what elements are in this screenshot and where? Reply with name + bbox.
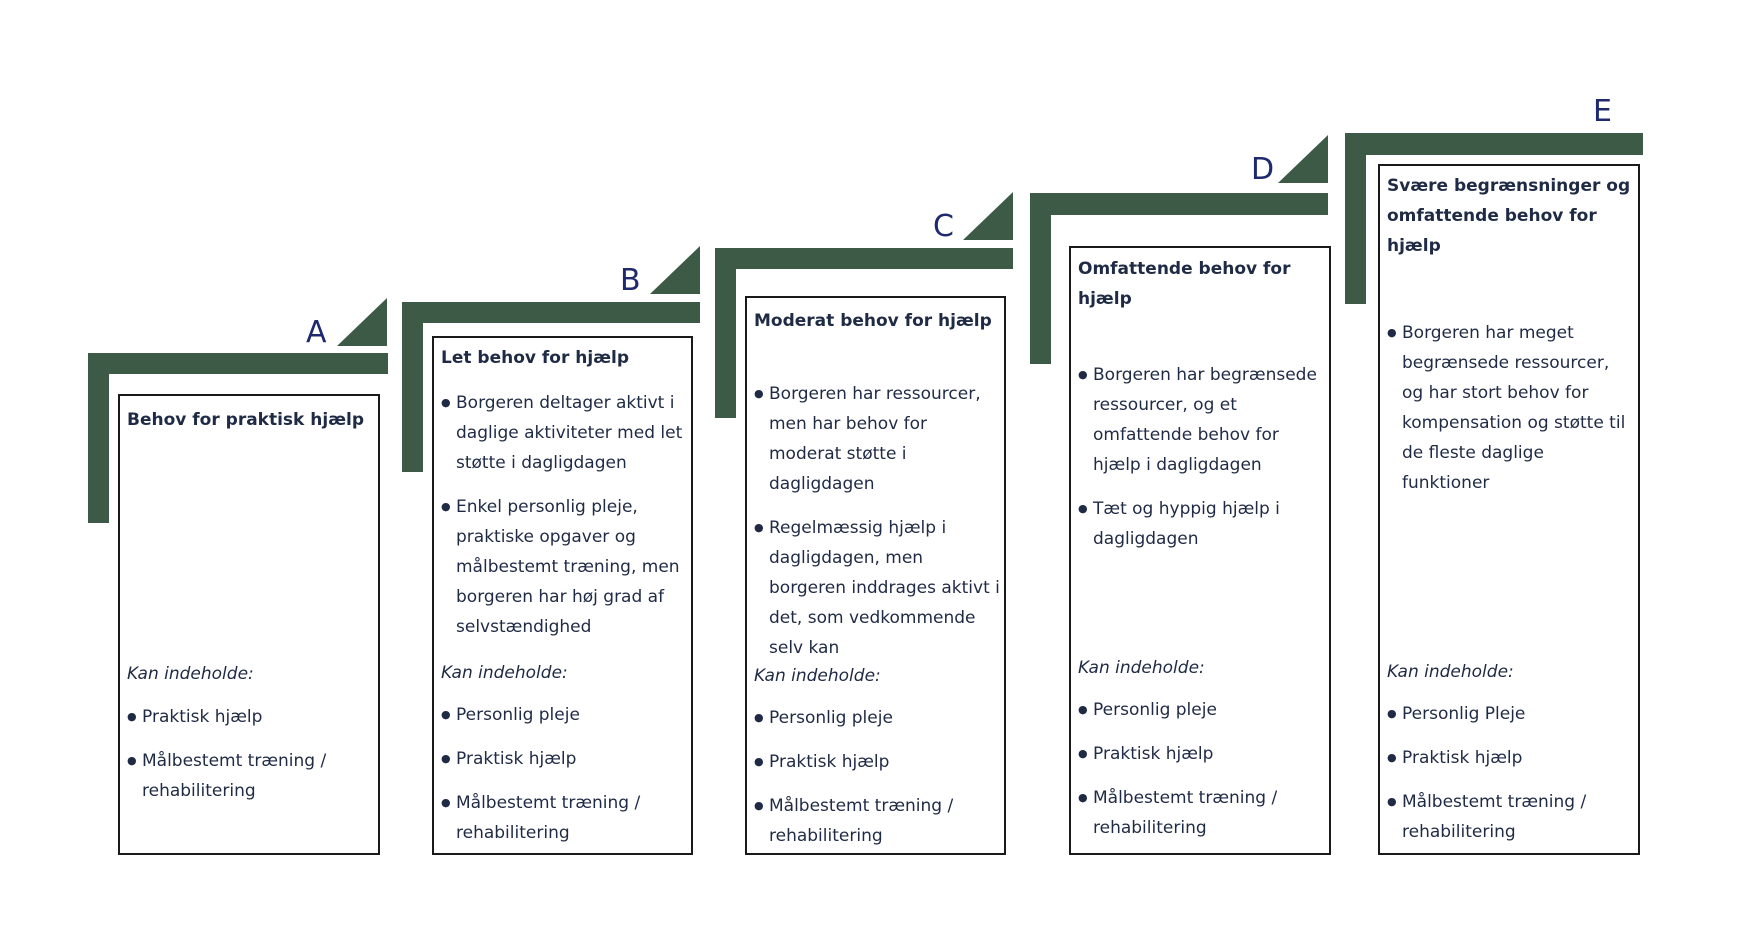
step-a-arrow-corner: [337, 298, 387, 346]
step-c-arrow-corner: [963, 192, 1013, 240]
list-item: Borgeren har begrænsede ressourcer, og e…: [1078, 360, 1325, 480]
step-b-arrow-corner: [650, 246, 700, 294]
step-c-top-bar: [715, 248, 1013, 269]
step-e-letter: E: [1593, 94, 1612, 129]
step-b-box: Let behov for hjælp Borgeren deltager ak…: [432, 336, 693, 855]
step-a-title: Behov for praktisk hjælp: [127, 410, 365, 430]
step-b-bullet-list: Borgeren deltager aktivt i daglige aktiv…: [441, 388, 687, 656]
list-item: Borgeren deltager aktivt i daglige aktiv…: [441, 388, 687, 478]
step-d-arrow-corner: [1278, 135, 1328, 183]
step-b-contains-label: Kan indeholde:: [441, 663, 568, 683]
step-e-title: Svære begrænsninger og omfattende behov …: [1387, 176, 1631, 256]
list-item: Praktisk hjælp: [1078, 739, 1325, 769]
step-a-box: Behov for praktisk hjælp Kan indeholde: …: [118, 394, 380, 855]
step-e-contains-list: Personlig Pleje Praktisk hjælp Målbestem…: [1387, 699, 1634, 861]
step-a-letter: A: [306, 315, 327, 350]
step-c-side-bar: [715, 248, 736, 418]
step-b-top-bar: [402, 302, 700, 323]
list-item: Personlig pleje: [754, 703, 1000, 733]
step-d-box: Omfattende behov for hjælp Borgeren har …: [1069, 246, 1331, 855]
step-e-side-bar: [1345, 133, 1366, 304]
step-d-title: Omfattende behov for hjælp: [1078, 259, 1291, 309]
list-item: Tæt og hyppig hjælp i dagligdagen: [1078, 494, 1325, 554]
list-item: Målbestemt træning / rehabilitering: [441, 788, 687, 848]
step-d-contains-label: Kan indeholde:: [1078, 658, 1205, 678]
step-e-box: Svære begrænsninger og omfattende behov …: [1378, 164, 1640, 855]
list-item: Målbestemt træning / rehabilitering: [127, 746, 374, 806]
step-b-title: Let behov for hjælp: [441, 348, 630, 368]
step-d-top-bar: [1030, 193, 1328, 215]
list-item: Personlig Pleje: [1387, 699, 1634, 729]
step-b-side-bar: [402, 302, 423, 472]
step-a-side-bar: [88, 353, 109, 523]
step-d-side-bar: [1030, 193, 1051, 364]
list-item: Borgeren har ressourcer, men har behov f…: [754, 379, 1000, 499]
step-c-box: Moderat behov for hjælp Borgeren har res…: [745, 296, 1006, 855]
list-item: Praktisk hjælp: [754, 747, 1000, 777]
step-c-bullet-list: Borgeren har ressourcer, men har behov f…: [754, 379, 1000, 677]
step-c-letter: C: [933, 209, 954, 244]
step-d-letter: D: [1251, 152, 1275, 187]
step-d-bullet-list: Borgeren har begrænsede ressourcer, og e…: [1078, 360, 1325, 568]
step-a-contains-label: Kan indeholde:: [127, 664, 254, 684]
step-a-top-bar: [88, 353, 388, 374]
step-c-title: Moderat behov for hjælp: [754, 311, 992, 331]
list-item: Praktisk hjælp: [127, 702, 374, 732]
step-b-contains-list: Personlig pleje Praktisk hjælp Målbestem…: [441, 700, 687, 862]
step-e-bullet-list: Borgeren har meget begrænsede ressourcer…: [1387, 318, 1634, 512]
step-b-letter: B: [620, 263, 641, 298]
list-item: Målbestemt træning / rehabilitering: [754, 791, 1000, 851]
list-item: Enkel personlig pleje, praktiske opgaver…: [441, 492, 687, 642]
step-c-contains-label: Kan indeholde:: [754, 666, 881, 686]
step-c-contains-list: Personlig pleje Praktisk hjælp Målbestem…: [754, 703, 1000, 865]
list-item: Borgeren har meget begrænsede ressourcer…: [1387, 318, 1634, 498]
list-item: Målbestemt træning / rehabilitering: [1387, 787, 1634, 847]
list-item: Regelmæssig hjælp i dagligdagen, men bor…: [754, 513, 1000, 663]
step-d-contains-list: Personlig pleje Praktisk hjælp Målbestem…: [1078, 695, 1325, 857]
step-a-contains-list: Praktisk hjælp Målbestemt træning / reha…: [127, 702, 374, 820]
list-item: Personlig pleje: [441, 700, 687, 730]
step-e-contains-label: Kan indeholde:: [1387, 662, 1514, 682]
list-item: Praktisk hjælp: [1387, 743, 1634, 773]
list-item: Praktisk hjælp: [441, 744, 687, 774]
step-e-top-bar: [1345, 133, 1643, 155]
list-item: Personlig pleje: [1078, 695, 1325, 725]
list-item: Målbestemt træning / rehabilitering: [1078, 783, 1325, 843]
